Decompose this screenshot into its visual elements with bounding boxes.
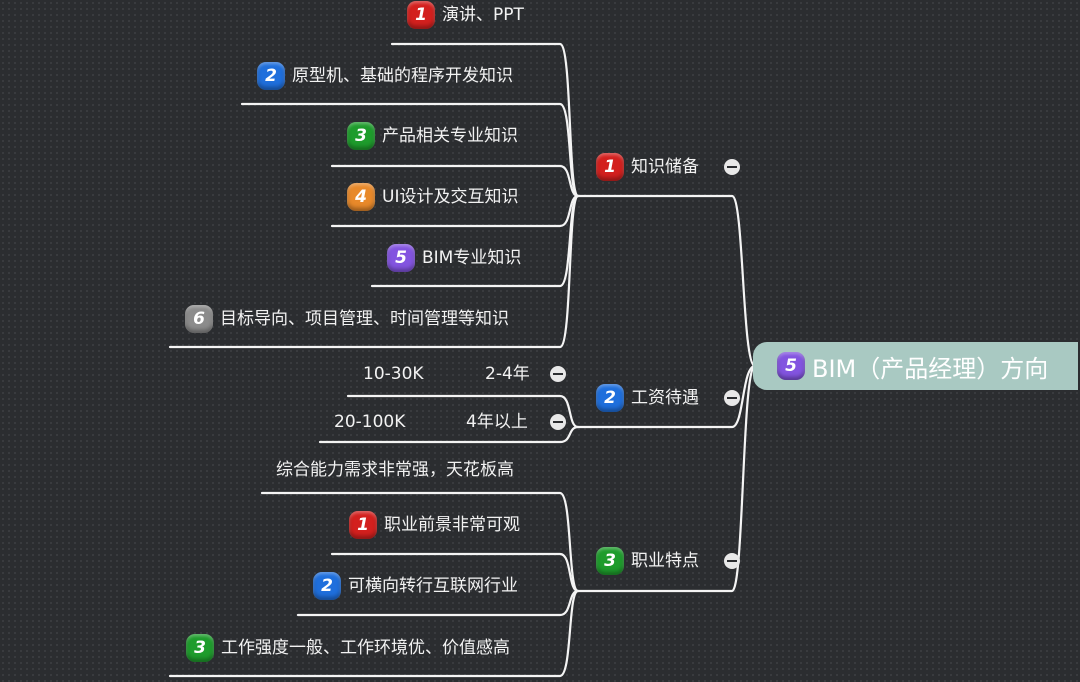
priority-2-icon: 2 — [257, 62, 285, 90]
root-topic[interactable]: 5 BIM（产品经理）方向 — [753, 342, 1078, 390]
branch-salary[interactable]: 2 工资待遇 — [596, 384, 699, 412]
priority-6-icon: 6 — [185, 305, 213, 333]
priority-3-icon: 3 — [596, 547, 624, 575]
priority-2-icon: 2 — [313, 572, 341, 600]
topic-node[interactable]: 1 演讲、PPT — [407, 1, 524, 29]
edge-root-branch-2 — [576, 364, 757, 429]
sub-topic-node[interactable]: 20-100K — [334, 411, 405, 433]
edge-b1-c3 — [330, 164, 580, 198]
sub-topic-label: 10-30K — [363, 364, 424, 384]
topic-label: 演讲、PPT — [442, 5, 524, 25]
topic-label: UI设计及交互知识 — [382, 187, 519, 207]
topic-node[interactable]: 4年以上 — [466, 411, 528, 433]
edge-b3-c1 — [260, 491, 580, 593]
topic-node[interactable]: 3 产品相关专业知识 — [347, 122, 518, 150]
edge-root-branch-1 — [576, 194, 757, 368]
branch-label: 职业特点 — [631, 551, 699, 571]
edge-root-branch-3 — [576, 364, 757, 593]
sub-topic-node[interactable]: 10-30K — [363, 363, 424, 385]
collapse-toggle-icon[interactable] — [724, 553, 740, 569]
topic-node[interactable]: 1 职业前景非常可观 — [349, 511, 520, 539]
topic-label: 工作强度一般、工作环境优、价值感高 — [221, 638, 510, 658]
topic-node[interactable]: 4 UI设计及交互知识 — [347, 183, 519, 211]
branch-career-traits[interactable]: 3 职业特点 — [596, 547, 699, 575]
collapse-toggle-icon[interactable] — [550, 414, 566, 430]
priority-3-icon: 3 — [347, 122, 375, 150]
edge-b1-c6 — [168, 194, 580, 349]
collapse-toggle-icon[interactable] — [724, 390, 740, 406]
priority-5-icon: 5 — [387, 244, 415, 272]
topic-label: 原型机、基础的程序开发知识 — [292, 66, 513, 86]
topic-node[interactable]: 2 可横向转行互联网行业 — [313, 572, 518, 600]
branch-label: 知识储备 — [631, 157, 699, 177]
collapse-toggle-icon[interactable] — [724, 159, 740, 175]
topic-label: 产品相关专业知识 — [382, 126, 518, 146]
edge-b1-c2 — [240, 102, 580, 198]
collapse-toggle-icon[interactable] — [550, 366, 566, 382]
edge-b3-c4 — [168, 589, 580, 678]
branch-knowledge[interactable]: 1 知识储备 — [596, 153, 699, 181]
topic-label: 综合能力需求非常强，天花板高 — [276, 460, 514, 480]
topic-label: 目标导向、项目管理、时间管理等知识 — [220, 309, 509, 329]
topic-node[interactable]: 3 工作强度一般、工作环境优、价值感高 — [186, 634, 510, 662]
edge-b2-c2 — [318, 425, 580, 444]
branch-label: 工资待遇 — [631, 388, 699, 408]
priority-2-icon: 2 — [596, 384, 624, 412]
priority-1-icon: 1 — [349, 511, 377, 539]
topic-node[interactable]: 6 目标导向、项目管理、时间管理等知识 — [185, 305, 509, 333]
topic-node[interactable]: 2 原型机、基础的程序开发知识 — [257, 62, 513, 90]
root-topic-label: BIM（产品经理）方向 — [812, 354, 1049, 383]
topic-label: BIM专业知识 — [422, 248, 522, 268]
priority-3-icon: 3 — [186, 634, 214, 662]
topic-node[interactable]: 2-4年 — [485, 363, 530, 385]
priority-1-icon: 1 — [596, 153, 624, 181]
priority-1-icon: 1 — [407, 1, 435, 29]
edge-b2-c1 — [346, 394, 580, 429]
sub-topic-label: 20-100K — [334, 412, 406, 432]
priority-4-icon: 4 — [347, 183, 375, 211]
topic-label: 可横向转行互联网行业 — [348, 576, 518, 596]
edge-b3-c2 — [330, 552, 580, 593]
topic-label: 4年以上 — [466, 412, 528, 432]
priority-5-icon: 5 — [777, 352, 805, 380]
edge-b1-c5 — [370, 194, 580, 288]
topic-label: 职业前景非常可观 — [384, 515, 520, 535]
topic-node[interactable]: 5 BIM专业知识 — [387, 244, 522, 272]
topic-label: 2-4年 — [485, 364, 530, 384]
topic-node[interactable]: 综合能力需求非常强，天花板高 — [276, 459, 514, 481]
